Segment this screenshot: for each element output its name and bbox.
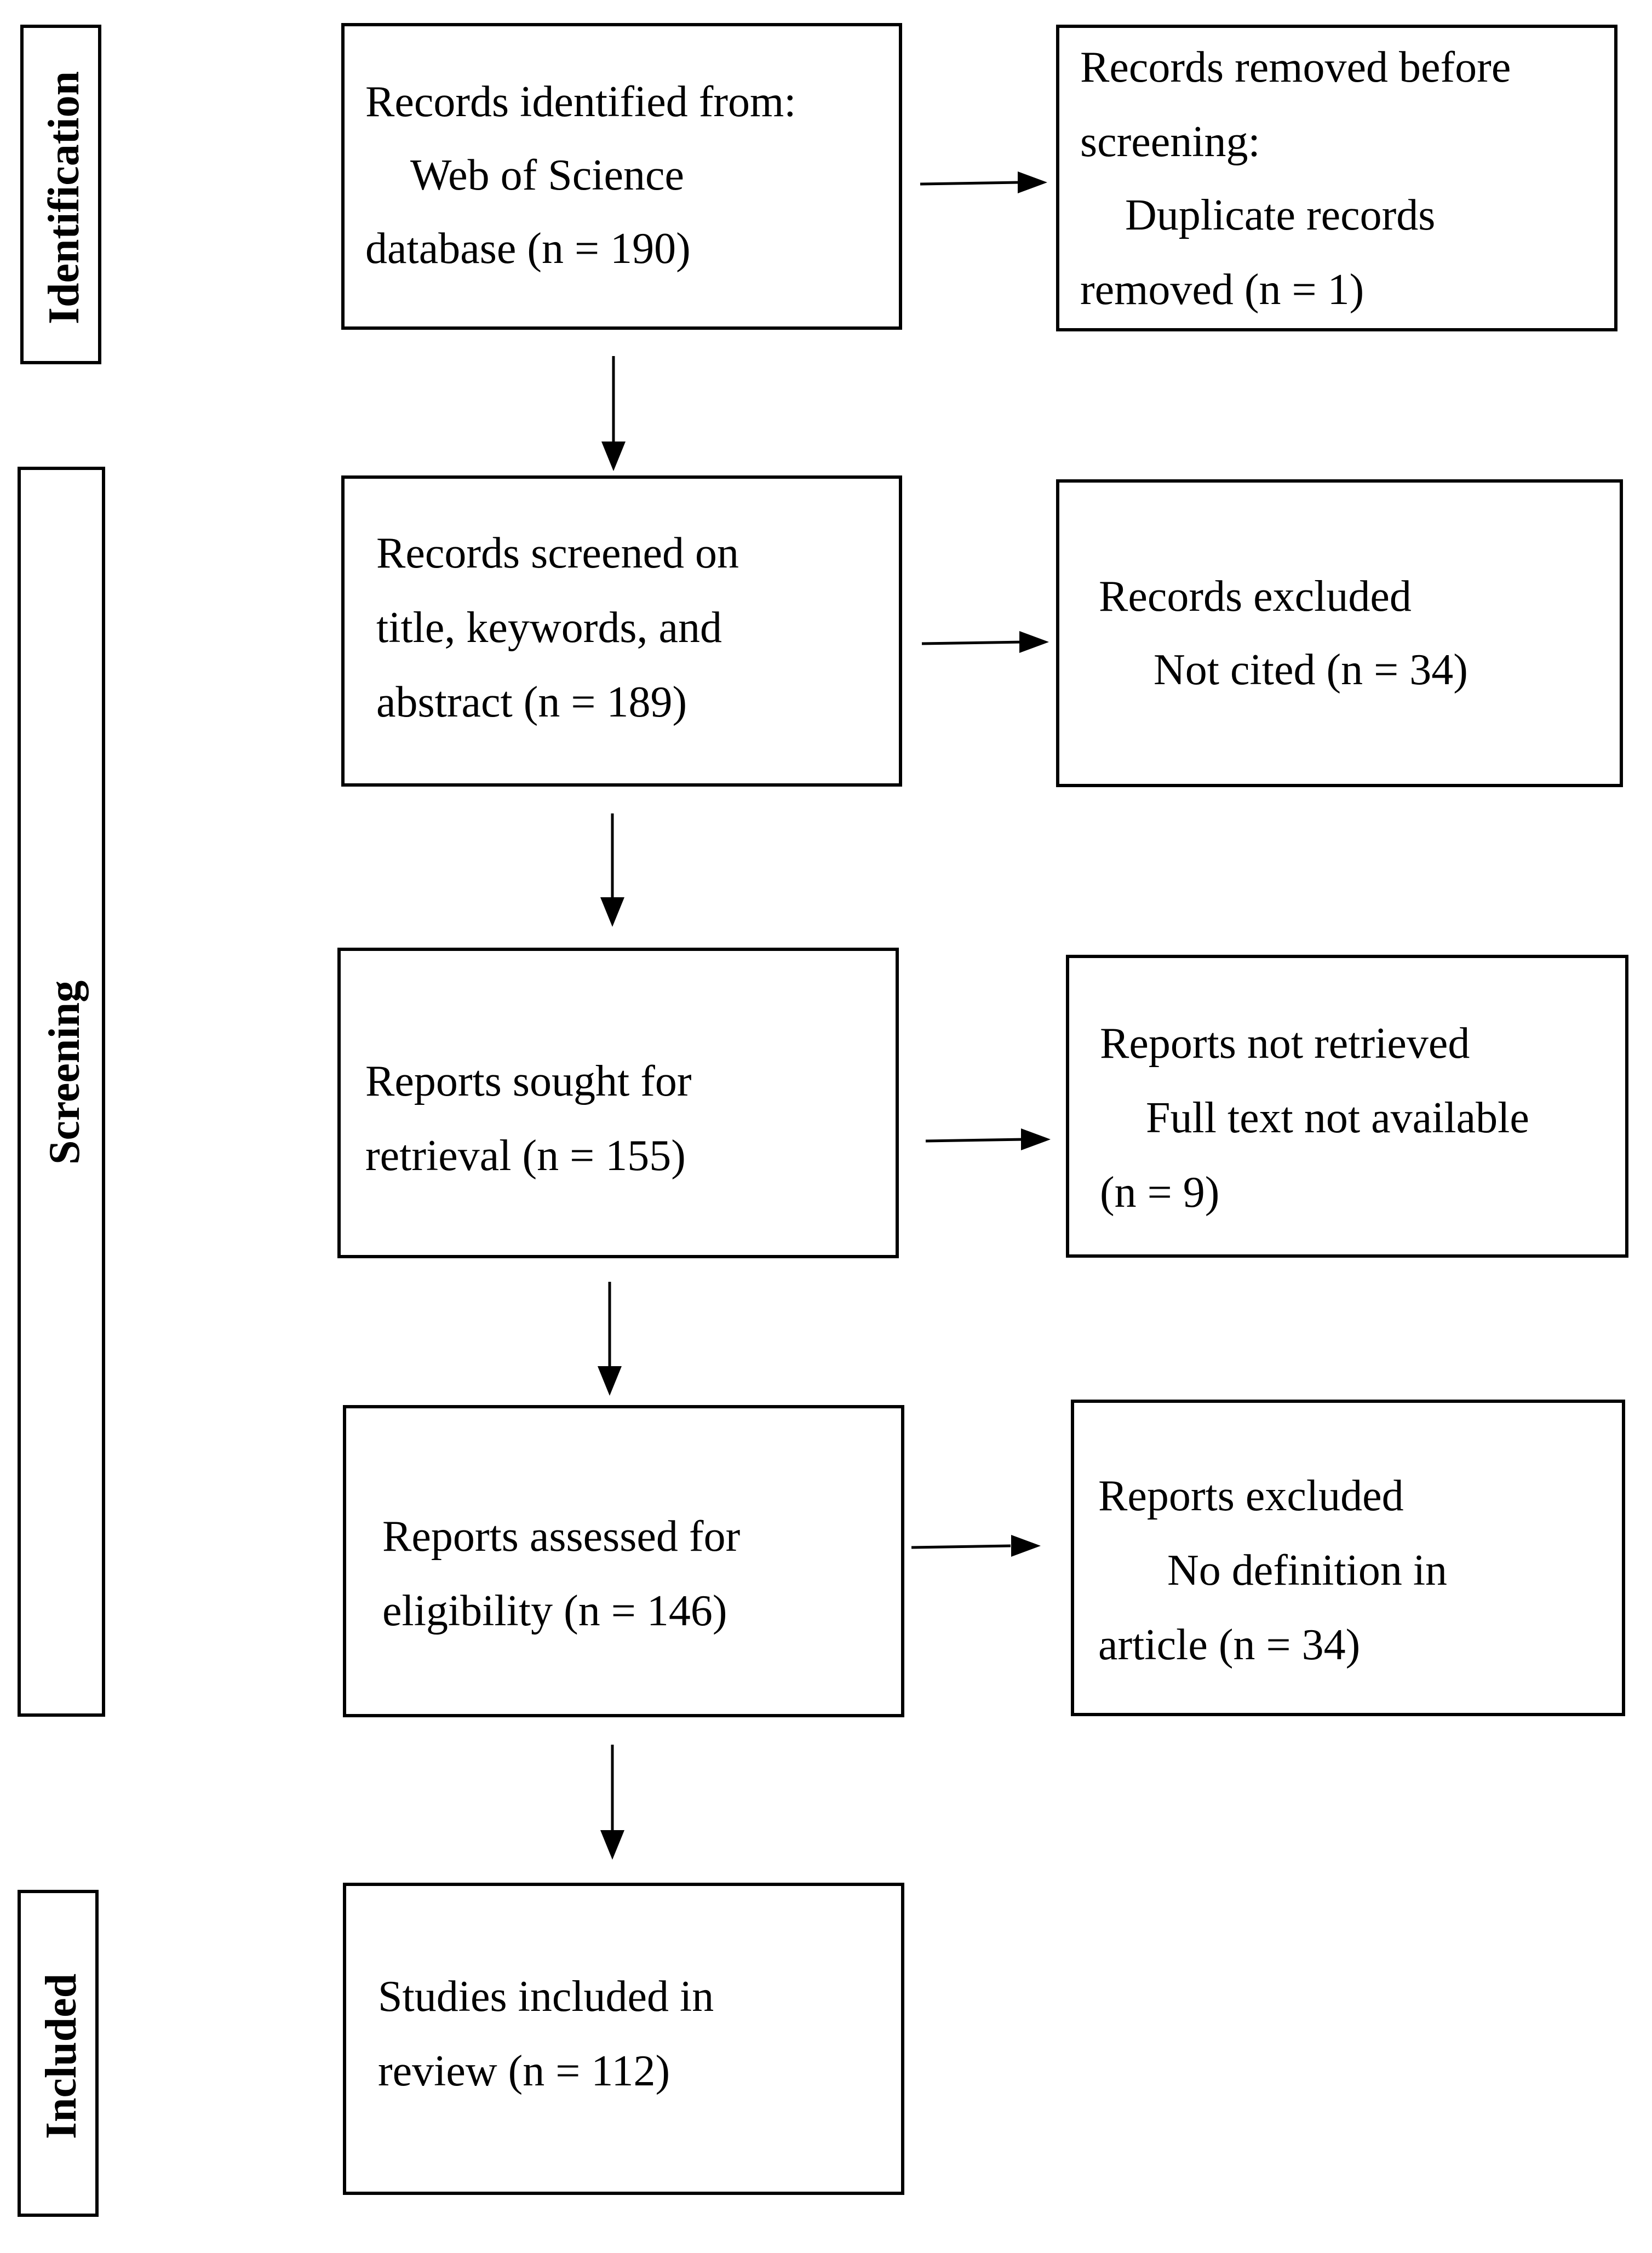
phase-screening-bar: Screening xyxy=(18,467,105,1717)
records-excluded-line1: Records excluded xyxy=(1099,572,1412,621)
reports-sought-box: Reports sought for retrieval (n = 155) xyxy=(337,948,899,1258)
records-removed-line2: screening: xyxy=(1080,118,1260,166)
reports-excluded-line2: No definition in xyxy=(1167,1546,1448,1595)
arrowhead-7 xyxy=(598,1366,622,1396)
records-screened-line1: Records screened on xyxy=(376,529,739,577)
arrow-identified-to-removed xyxy=(920,181,1019,186)
records-screened-line3: abstract (n = 189) xyxy=(376,678,687,726)
records-identified-line1: Records identified from: xyxy=(365,78,796,126)
reports-assessed-line2: eligibility (n = 146) xyxy=(382,1587,727,1635)
records-removed-line4: removed (n = 1) xyxy=(1080,266,1364,314)
arrowhead-4 xyxy=(1011,1535,1041,1557)
records-identified-line2: Web of Science xyxy=(410,151,684,199)
reports-not-retrieved-line1: Reports not retrieved xyxy=(1100,1019,1470,1068)
arrow-assessed-to-excluded xyxy=(911,1544,1011,1549)
arrowhead-1 xyxy=(1018,171,1047,193)
reports-not-retrieved-line2: Full text not available xyxy=(1146,1094,1529,1142)
records-identified-line3: database (n = 190) xyxy=(365,225,691,273)
reports-excluded-box: Reports excluded No definition in articl… xyxy=(1071,1400,1625,1716)
records-screened-box: Records screened on title, keywords, and… xyxy=(341,475,902,787)
arrowhead-5 xyxy=(601,442,626,471)
records-excluded-line2: Not cited (n = 34) xyxy=(1154,646,1468,694)
studies-included-line1: Studies included in xyxy=(378,1973,714,2021)
reports-excluded-line1: Reports excluded xyxy=(1098,1472,1404,1520)
arrowhead-2 xyxy=(1019,631,1049,653)
studies-included-line2: review (n = 112) xyxy=(378,2047,670,2095)
reports-sought-line1: Reports sought for xyxy=(365,1057,692,1105)
records-removed-line3: Duplicate records xyxy=(1125,191,1436,239)
arrowhead-6 xyxy=(600,897,624,927)
arrowhead-8 xyxy=(600,1830,624,1860)
reports-assessed-line1: Reports assessed for xyxy=(382,1512,741,1561)
arrowhead-3 xyxy=(1021,1128,1051,1150)
phase-identification-bar: Identification xyxy=(20,25,101,364)
records-identified-box: Records identified from: Web of Science … xyxy=(341,23,902,330)
phase-included-bar: Included xyxy=(18,1890,99,2217)
studies-included-box: Studies included in review (n = 112) xyxy=(343,1883,904,2195)
records-removed-line1: Records removed before xyxy=(1080,43,1511,91)
reports-not-retrieved-box: Reports not retrieved Full text not avai… xyxy=(1066,955,1628,1258)
arrow-sought-to-not-retrieved xyxy=(925,1138,1025,1143)
records-excluded-box: Records excluded Not cited (n = 34) xyxy=(1056,479,1623,787)
reports-sought-line2: retrieval (n = 155) xyxy=(365,1132,686,1180)
reports-assessed-box: Reports assessed for eligibility (n = 14… xyxy=(343,1405,904,1717)
arrow-screened-to-excluded xyxy=(921,640,1025,645)
reports-excluded-line3: article (n = 34) xyxy=(1098,1621,1361,1669)
records-screened-line2: title, keywords, and xyxy=(376,604,722,652)
records-removed-box: Records removed before screening: Duplic… xyxy=(1056,25,1617,331)
reports-not-retrieved-line3: (n = 9) xyxy=(1100,1168,1220,1217)
